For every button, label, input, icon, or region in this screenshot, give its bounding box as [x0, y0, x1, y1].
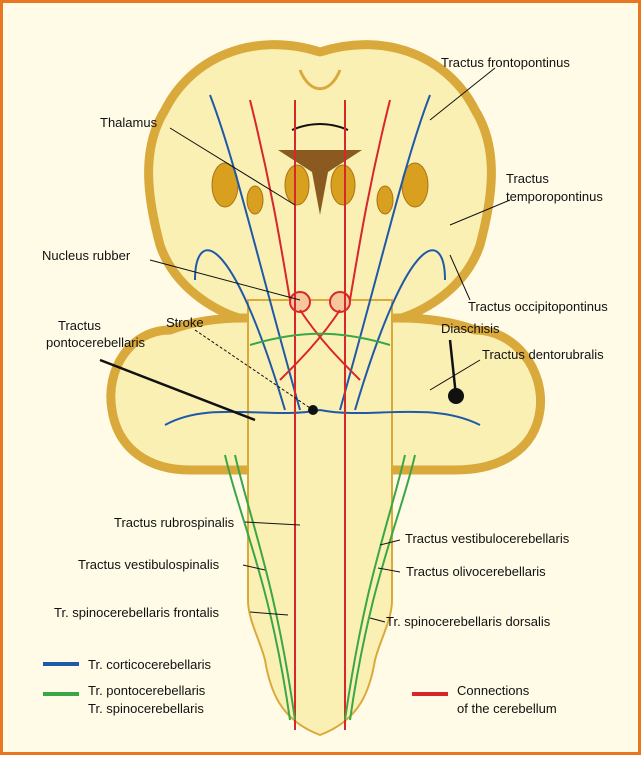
label-stroke: Stroke — [166, 315, 204, 330]
label-tr-spinocerebellaris-dorsalis: Tr. spinocerebellaris dorsalis — [386, 614, 551, 629]
label-thalamus: Thalamus — [100, 115, 158, 130]
label-tractus-vestibulospinalis: Tractus vestibulospinalis — [78, 557, 220, 572]
label-diaschisis: Diaschisis — [441, 321, 500, 336]
label-tractus-pontocerebellaris-line2: pontocerebellaris — [46, 335, 146, 350]
label-tr-spinocerebellaris-frontalis: Tr. spinocerebellaris frontalis — [54, 605, 219, 620]
label-nucleus-rubber: Nucleus rubber — [42, 248, 131, 263]
red-nucleus-left — [290, 292, 310, 312]
label-tractus-pontocerebellaris-line1: Tractus — [58, 318, 101, 333]
legend-red-label-1: Connections — [457, 683, 530, 698]
legend-green-label-2: Tr. spinocerebellaris — [88, 701, 204, 716]
label-tractus-rubrospinalis: Tractus rubrospinalis — [114, 515, 235, 530]
red-nucleus-right — [330, 292, 350, 312]
nucleus-left-inner — [247, 186, 263, 214]
legend-blue-label: Tr. corticocerebellaris — [88, 657, 212, 672]
label-tractus-dentorubralis: Tractus dentorubralis — [482, 347, 604, 362]
label-tractus-occipitopontinus: Tractus occipitopontinus — [468, 299, 608, 314]
legend-red-label-2: of the cerebellum — [457, 701, 557, 716]
brainstem-shape — [248, 300, 392, 735]
label-tractus-temporopontinus-line1: Tractus — [506, 171, 549, 186]
label-tractus-frontopontinus: Tractus frontopontinus — [441, 55, 570, 70]
label-tractus-olivocerebellaris: Tractus olivocerebellaris — [406, 564, 546, 579]
legend-green-label-1: Tr. pontocerebellaris — [88, 683, 206, 698]
thalamus-right — [331, 165, 355, 205]
label-tractus-vestibulocerebellaris: Tractus vestibulocerebellaris — [405, 531, 570, 546]
thalamus-left — [285, 165, 309, 205]
label-tractus-temporopontinus-line2: temporopontinus — [506, 189, 603, 204]
nucleus-right-inner — [377, 186, 393, 214]
